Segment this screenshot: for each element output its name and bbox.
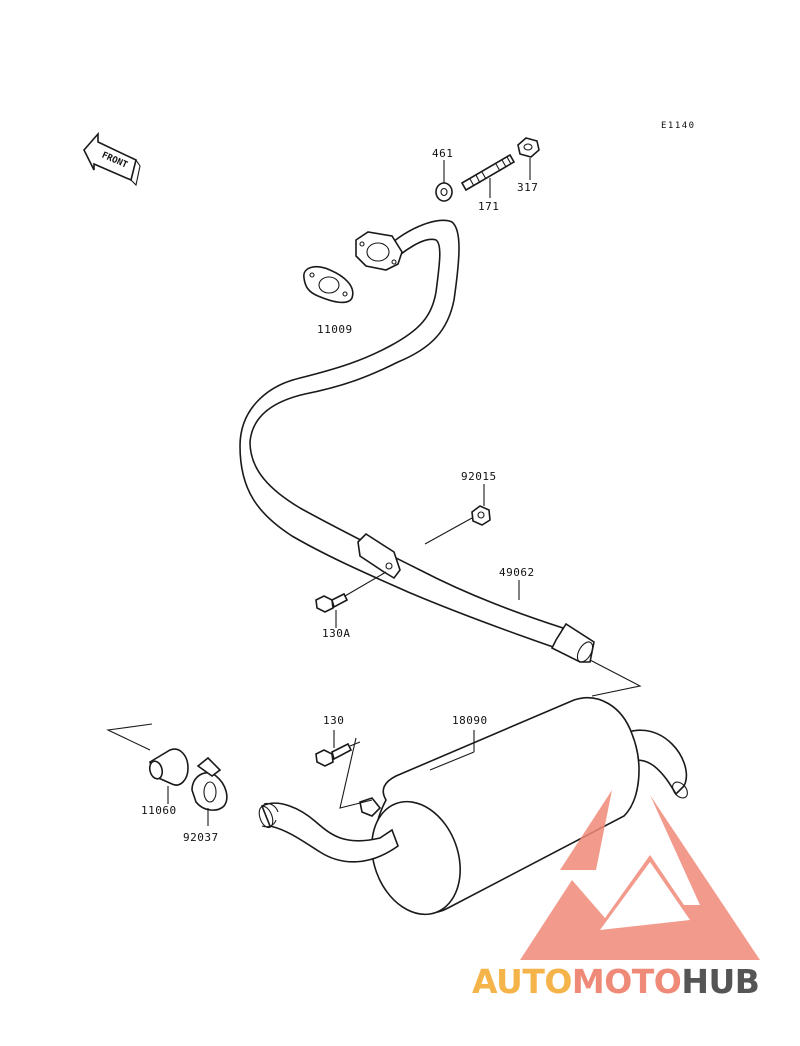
bolt-130 [315,742,353,767]
watermark-auto: AUTO [472,962,572,1001]
front-arrow-icon: FRONT [83,131,141,187]
muffler-18090 [258,696,688,916]
part-label-461[interactable]: 461 [432,147,454,160]
part-label-92015[interactable]: 92015 [461,470,497,483]
gasket-11009 [303,265,354,304]
automotohub-logo-icon [520,790,760,960]
nut-317 [517,137,540,158]
part-label-92037[interactable]: 92037 [183,831,219,844]
watermark-hub: HUB [681,962,760,1001]
part-label-11060[interactable]: 11060 [141,804,177,817]
nut-92015 [471,505,491,526]
part-label-171[interactable]: 171 [478,200,500,213]
washer-461 [435,182,453,202]
bolt-130a [315,592,349,613]
watermark-moto: MOTO [571,962,682,1001]
part-label-18090[interactable]: 18090 [452,714,488,727]
part-label-130[interactable]: 130 [323,714,345,727]
leader-lines [106,158,642,826]
clamp-92037 [191,756,228,811]
part-label-49062[interactable]: 49062 [499,566,535,579]
stud-171 [460,153,516,192]
diagram-reference-code: E1140 [661,121,696,131]
sleeve-11060 [148,748,189,786]
part-label-130a[interactable]: 130A [322,627,351,640]
exhaust-pipe-49062 [239,219,595,663]
watermark-text: AUTOMOTOHUB [472,962,760,1001]
part-label-317[interactable]: 317 [517,181,539,194]
part-label-11009[interactable]: 11009 [317,323,353,336]
